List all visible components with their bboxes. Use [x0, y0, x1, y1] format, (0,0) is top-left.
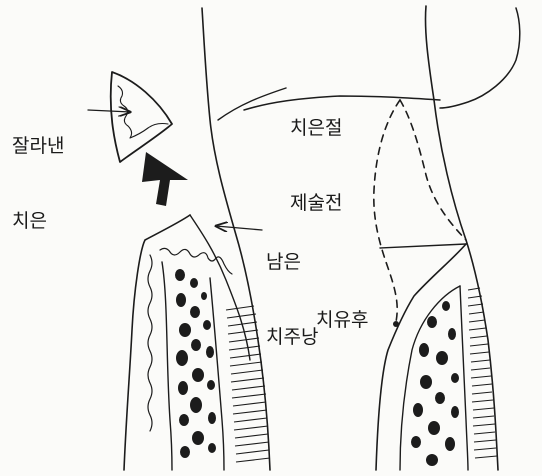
left-gingiva-inner: [190, 215, 250, 360]
label-before-gingivectomy: 치은절 제술전: [290, 66, 342, 266]
left-tooth-outline: [202, 8, 270, 470]
label-before-gingivectomy-line2: 제술전: [290, 191, 342, 216]
healed-gingiva-outline: [376, 244, 466, 470]
pre-surgery-connector: [218, 88, 286, 120]
excised-gingiva-piece: [111, 72, 172, 162]
right-crown-contour: [440, 8, 520, 108]
label-cut-gingiva-line1: 잘라낸: [12, 134, 64, 159]
removal-arrow-icon: [142, 152, 188, 206]
right-bone-outline-inner: [460, 286, 468, 470]
right-bone-dots: [411, 301, 459, 466]
left-epithelium-wavy: [148, 255, 152, 431]
cut-gingiva-pointer: [88, 110, 130, 112]
label-before-gingivectomy-line1: 치은절: [290, 116, 342, 141]
left-bone-outline: [162, 262, 172, 470]
label-cut-gingiva-line2: 치은: [12, 209, 64, 234]
label-after-healing: 치유후: [316, 258, 368, 383]
label-after-healing-line1: 치유후: [316, 308, 368, 333]
label-residual-pocket-line2: 치주낭: [266, 325, 318, 350]
label-cut-gingiva: 잘라낸 치은: [12, 84, 64, 284]
left-bone-outline-right: [210, 278, 224, 470]
left-gingiva-outline: [124, 215, 190, 470]
pre-surgery-gingiva-dashed: [374, 100, 400, 322]
left-bone-dots: [175, 269, 216, 458]
right-root-hatching: [468, 288, 497, 458]
pre-surgery-sulcus-dashed: [400, 100, 466, 240]
after-healing-pointer: [380, 244, 466, 248]
residual-pocket-pointer: [216, 226, 262, 230]
